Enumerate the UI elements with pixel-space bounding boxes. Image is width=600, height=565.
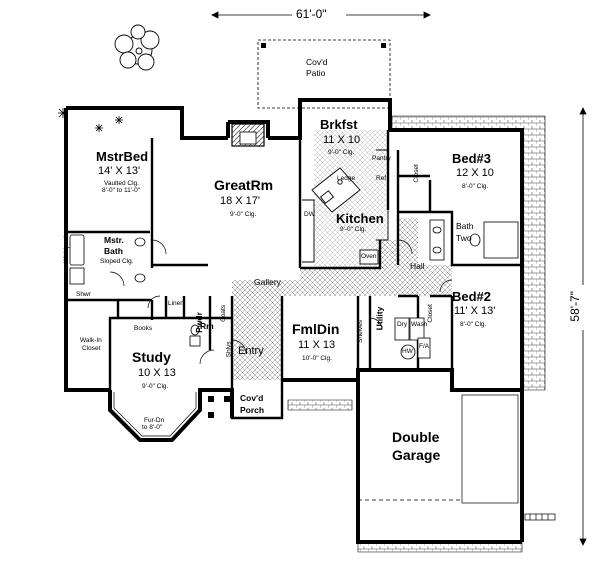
- entry-shelves-label: Shlvs: [225, 341, 233, 358]
- mstrbed-label: MstrBed: [96, 149, 149, 164]
- bath-two-label-2: Two: [456, 233, 472, 243]
- depth-dimension-line: [579, 107, 587, 546]
- fmldin-label: FmlDin: [292, 321, 340, 337]
- study-ceiling: 9'-0" Clg.: [142, 383, 169, 390]
- brkfst-label: Brkfst: [320, 117, 358, 132]
- bed2-size: 11' X 13': [454, 305, 496, 317]
- oven-label: Oven: [361, 253, 377, 260]
- mstrbed-ceiling-1: Vaulted Clg.: [104, 180, 139, 187]
- bed2-closet-label: Closet: [426, 304, 434, 323]
- mstr-bath-label-1: Mstr.: [104, 235, 124, 245]
- bed2-ceiling: 8'-0" Clg.: [460, 321, 487, 328]
- study-label: Study: [132, 349, 171, 365]
- kitchen-island: [311, 167, 361, 213]
- exterior-walls: [64, 98, 524, 544]
- entry-label: Entry: [238, 345, 264, 357]
- walk-in-closet-label-2: Closet: [82, 345, 101, 352]
- porch-columns: [208, 396, 230, 418]
- shower-label: Shwr: [76, 291, 91, 298]
- depth-dimension: 58'-7": [567, 291, 582, 322]
- greatrm-label: GreatRm: [214, 177, 274, 193]
- width-dimension-line: [211, 11, 431, 19]
- bed3-ceiling: 8'-0" Clg.: [462, 183, 489, 190]
- whirlpool-label: Whirlpool: [63, 235, 71, 263]
- bed3-size: 12 X 10: [456, 167, 494, 179]
- kitchen-ceiling: 9'-0" Clg.: [340, 226, 367, 233]
- walk-in-closet-label-1: Walk-In: [80, 337, 102, 344]
- tree-icon: [114, 24, 160, 71]
- greatrm-size: 18 X 17': [220, 195, 261, 207]
- kitchen-counters: [302, 149, 389, 265]
- study-furdn-1: Fur-Dn: [144, 417, 165, 424]
- fmldin-ceiling: 10'-0" Clg.: [302, 355, 332, 362]
- door-swings: [109, 239, 453, 365]
- ref-label: Ref: [376, 175, 387, 182]
- bed2-label: Bed#2: [452, 289, 492, 304]
- dw-label: DW: [304, 211, 315, 218]
- interior-walls: [66, 130, 522, 420]
- covd-patio-outline: [257, 39, 391, 109]
- utility-label: Utility: [374, 306, 385, 331]
- covd-patio-label-2: Patio: [306, 68, 326, 78]
- mstrbed-size: 14' X 13': [98, 165, 141, 177]
- books-label: Books: [134, 325, 153, 332]
- mstr-bath-label-2: Bath: [104, 246, 123, 256]
- fireplace: [231, 123, 265, 147]
- washer-label: Wash: [411, 321, 428, 328]
- bed3-label: Bed#3: [452, 151, 492, 166]
- garage-door: [358, 394, 519, 504]
- brkfst-size: 11 X 10: [323, 134, 361, 146]
- width-dimension: 61'-0": [296, 7, 327, 21]
- linen-label: Linen: [168, 300, 184, 307]
- gallery-label: Gallery: [254, 277, 281, 287]
- bed3-closet-label: Closet: [412, 164, 420, 183]
- water-heater-label: HW: [402, 348, 413, 355]
- double-garage-label-2: Garage: [392, 447, 441, 463]
- dryer-label: Dry: [397, 321, 408, 328]
- greatrm-ceiling: 9'-0" Clg.: [230, 211, 257, 218]
- rm-label: Rm: [200, 321, 214, 331]
- bay-window: [113, 392, 197, 437]
- shelves-label: Shelves: [357, 319, 365, 343]
- brkfst-ceiling: 9'-0" Clg.: [328, 149, 355, 156]
- utility-appliances: [394, 317, 431, 360]
- pantry-label: Pantry: [372, 155, 391, 162]
- bath-fixtures: [69, 219, 519, 347]
- bath-two-label-1: Bath: [456, 221, 474, 231]
- coats-label: Coats: [220, 304, 228, 322]
- kitchen-label: Kitchen: [336, 211, 384, 226]
- hall-label: Hall: [410, 261, 425, 271]
- driveway-marker: [524, 513, 556, 521]
- study-furdn-2: to 8'-0": [142, 424, 163, 431]
- fmldin-size: 11 X 13: [298, 339, 336, 351]
- covd-patio-label-1: Cov'd: [306, 57, 328, 67]
- covd-porch-label-2: Porch: [240, 405, 265, 415]
- covd-porch-label-1: Cov'd: [240, 393, 264, 403]
- furnace-label: F/A: [419, 343, 430, 350]
- mstrbed-ceiling-2: 8'-0" to 11'-0": [102, 187, 141, 194]
- ledge-label: Ledge: [337, 175, 356, 182]
- mstr-bath-ceiling: Sloped Clg.: [100, 258, 134, 265]
- study-size: 10 X 13: [138, 367, 176, 379]
- double-garage-label-1: Double: [392, 429, 440, 445]
